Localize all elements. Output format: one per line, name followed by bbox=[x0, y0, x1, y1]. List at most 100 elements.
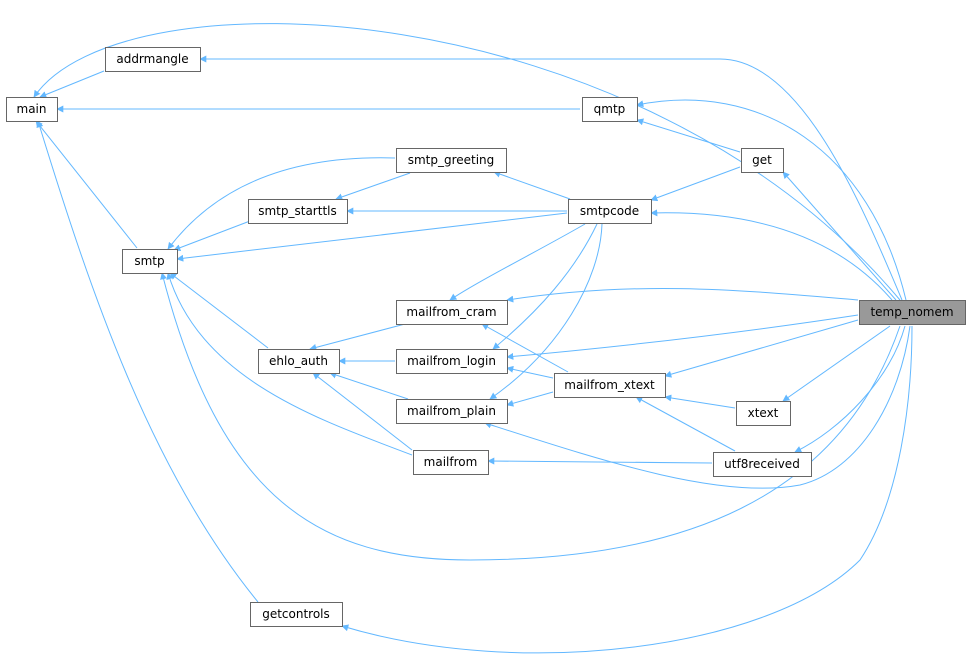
edge-smtp-to-smtp_greeting bbox=[167, 157, 396, 250]
node-label: temp_nomem bbox=[870, 305, 953, 319]
edge-mailfrom_plain-to-temp_nomem bbox=[484, 325, 911, 489]
node-label: ehlo_auth bbox=[269, 354, 328, 368]
node-label: utf8received bbox=[724, 457, 800, 471]
edge-main-to-smtp bbox=[35, 120, 138, 249]
node-box bbox=[741, 148, 784, 173]
node-label: smtp_starttls bbox=[258, 204, 337, 218]
edge-smtpcode-to-temp_nomem bbox=[650, 209, 893, 301]
edge-line bbox=[489, 223, 603, 400]
edge-line bbox=[329, 371, 409, 400]
node-xtext[interactable]: xtext bbox=[736, 401, 791, 426]
node-label: getcontrols bbox=[262, 607, 330, 621]
edge-addrmangle-to-temp_nomem bbox=[199, 55, 903, 301]
edge-line bbox=[650, 166, 741, 202]
edge-smtp-to-smtp_starttls bbox=[173, 220, 251, 252]
edge-line bbox=[636, 99, 907, 301]
edge-main-to-getcontrols bbox=[36, 120, 259, 603]
node-label: smtp_greeting bbox=[408, 153, 495, 167]
node-label: addrmangle bbox=[116, 52, 188, 66]
node-main[interactable]: main bbox=[6, 97, 58, 122]
edge-smtp_greeting-to-smtpcode bbox=[493, 170, 571, 200]
edge-line bbox=[664, 394, 736, 409]
edge-get-to-temp_nomem bbox=[782, 171, 897, 301]
edge-line bbox=[166, 272, 413, 456]
edge-getcontrols-to-temp_nomem bbox=[341, 325, 913, 654]
node-box bbox=[258, 349, 340, 374]
node-box bbox=[250, 602, 343, 627]
edge-line bbox=[312, 372, 413, 451]
node-ehlo-auth[interactable]: ehlo_auth bbox=[258, 349, 340, 374]
node-mailfrom-login[interactable]: mailfrom_login bbox=[396, 349, 508, 374]
edge-smtpcode-to-get bbox=[650, 166, 741, 202]
edge-line bbox=[481, 323, 569, 373]
node-mailfrom[interactable]: mailfrom bbox=[413, 450, 489, 475]
edge-mailfrom_cram-to-mailfrom_xtext bbox=[481, 323, 569, 373]
edge-mailfrom_cram-to-smtpcode bbox=[449, 223, 586, 301]
edge-line bbox=[309, 323, 406, 351]
edge-line bbox=[664, 319, 859, 378]
node-mailfrom-cram[interactable]: mailfrom_cram bbox=[396, 300, 508, 325]
node-smtpcode[interactable]: smtpcode bbox=[568, 199, 652, 224]
edge-mailfrom_xtext-to-utf8received bbox=[635, 396, 736, 452]
edge-mailfrom_xtext-to-temp_nomem bbox=[664, 319, 859, 378]
edge-line bbox=[506, 287, 859, 303]
node-get[interactable]: get bbox=[741, 148, 784, 173]
node-label: mailfrom_xtext bbox=[564, 378, 655, 392]
node-smtp-greeting[interactable]: smtp_greeting bbox=[396, 148, 507, 173]
node-box bbox=[105, 47, 201, 72]
node-label: qmtp bbox=[594, 102, 626, 116]
node-mailfrom-plain[interactable]: mailfrom_plain bbox=[396, 399, 508, 424]
node-box bbox=[713, 452, 812, 477]
edge-line bbox=[39, 70, 105, 98]
edge-line bbox=[487, 457, 713, 465]
node-box bbox=[582, 97, 638, 122]
edge-line bbox=[173, 220, 251, 252]
edge-mailfrom_cram-to-temp_nomem bbox=[506, 287, 859, 303]
node-box bbox=[6, 97, 58, 122]
edge-line bbox=[506, 365, 554, 379]
edge-line bbox=[635, 396, 736, 452]
node-mailfrom-xtext[interactable]: mailfrom_xtext bbox=[554, 373, 666, 398]
edge-smtp-to-mailfrom bbox=[166, 272, 413, 456]
edges-layer bbox=[33, 23, 913, 654]
edge-line bbox=[169, 272, 269, 349]
edge-smtp_starttls-to-smtp_greeting bbox=[335, 172, 411, 201]
edge-line bbox=[33, 23, 901, 301]
edge-mailfrom_login-to-smtpcode bbox=[492, 223, 598, 350]
edge-line bbox=[650, 209, 893, 301]
node-box bbox=[413, 450, 489, 475]
edge-mailfrom_plain-to-mailfrom_xtext bbox=[506, 391, 554, 407]
edge-mailfrom_xtext-to-xtext bbox=[664, 394, 736, 409]
node-temp-nomem[interactable]: temp_nomem bbox=[859, 300, 966, 325]
edge-line bbox=[199, 55, 903, 301]
edge-line bbox=[636, 118, 741, 153]
edge-line bbox=[335, 172, 411, 201]
edge-line bbox=[493, 170, 571, 200]
edge-utf8received-to-temp_nomem bbox=[794, 325, 906, 453]
nodes-layer: main addrmangle smtp getcontrols smtp_startt… bbox=[6, 47, 966, 627]
node-smtp-starttls[interactable]: smtp_starttls bbox=[248, 199, 348, 224]
edge-ehlo_auth-to-mailfrom_cram bbox=[309, 323, 406, 351]
edge-smtp-to-smtpcode bbox=[176, 212, 568, 262]
node-qmtp[interactable]: qmtp bbox=[582, 97, 638, 122]
node-smtp[interactable]: smtp bbox=[122, 249, 178, 274]
node-getcontrols[interactable]: getcontrols bbox=[250, 602, 343, 627]
node-box bbox=[396, 148, 507, 173]
edge-ehlo_auth-to-mailfrom bbox=[312, 372, 413, 451]
node-label: mailfrom_plain bbox=[407, 404, 496, 418]
node-addrmangle[interactable]: addrmangle bbox=[105, 47, 201, 72]
edge-main-to-temp_nomem bbox=[33, 23, 901, 301]
node-label: mailfrom_cram bbox=[406, 305, 496, 319]
edge-smtp-to-temp_nomem bbox=[160, 272, 901, 561]
edge-smtp-to-ehlo_auth bbox=[169, 272, 269, 349]
node-box bbox=[568, 199, 652, 224]
node-box bbox=[736, 401, 791, 426]
node-label: smtp bbox=[134, 254, 164, 268]
edge-line bbox=[782, 325, 891, 402]
edge-line bbox=[36, 120, 259, 603]
node-utf8received[interactable]: utf8received bbox=[713, 452, 812, 477]
node-label: mailfrom bbox=[424, 455, 478, 469]
node-label: smtpcode bbox=[580, 204, 639, 218]
edge-line bbox=[506, 391, 554, 407]
